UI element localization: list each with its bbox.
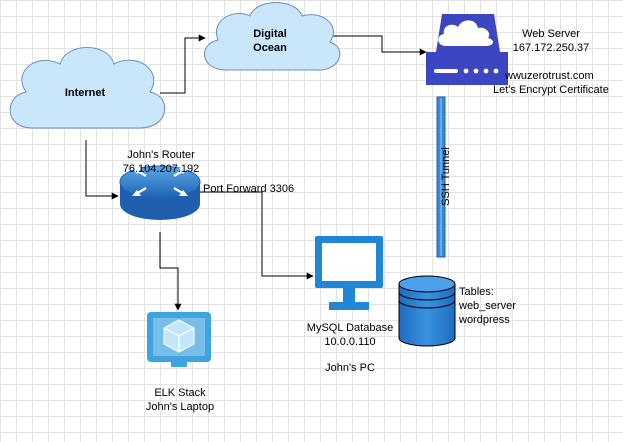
- ssh-tunnel-label: SSH Tunnel: [439, 147, 452, 206]
- digital-ocean-cloud-icon: [204, 2, 341, 71]
- elk-stack-label: ELK Stack: [154, 387, 206, 399]
- router-name: John's Router: [127, 149, 195, 161]
- web-server-icon: [426, 14, 508, 85]
- digital-ocean-label-line1: Digital: [253, 28, 287, 40]
- mysql-ip-label: 10.0.0.110: [324, 336, 376, 348]
- router-icon: [119, 165, 201, 220]
- connectors: [85, 34, 427, 311]
- table-wordpress: wordpress: [459, 314, 510, 326]
- pc-monitor-icon: [315, 236, 383, 310]
- port-forward-label: Port Forward 3306: [203, 183, 295, 195]
- ocean-to-webserver-edge: [333, 35, 427, 56]
- internet-to-router-edge: [85, 140, 119, 200]
- ssh-tunnel-pipe: [436, 96, 446, 258]
- router-to-laptop-edge: [159, 232, 182, 311]
- laptop-icon: [147, 312, 211, 367]
- internet-label: Internet: [64, 87, 106, 99]
- tables-heading: Tables:: [459, 286, 494, 298]
- web-server-ip: 167.172.250.37: [512, 42, 590, 54]
- web-server-cert: Let's Encrypt Certificate: [493, 84, 609, 96]
- internet-cloud-icon: [9, 47, 166, 129]
- web-server-title: Web Server: [522, 28, 580, 40]
- database-icon: [398, 275, 456, 347]
- mysql-database-label: MySQL Database: [306, 322, 394, 334]
- digital-ocean-label-line2: Ocean: [253, 42, 287, 54]
- router-ip: 76.104.207.192: [122, 163, 200, 175]
- johns-pc-label: John's PC: [325, 362, 375, 374]
- table-web-server: web_server: [459, 300, 516, 312]
- johns-laptop-label: John's Laptop: [145, 401, 215, 413]
- internet-to-ocean-edge: [160, 34, 206, 94]
- web-server-domain: wwuzerotrust.com: [505, 70, 594, 82]
- router-to-pc-edge: [200, 191, 314, 280]
